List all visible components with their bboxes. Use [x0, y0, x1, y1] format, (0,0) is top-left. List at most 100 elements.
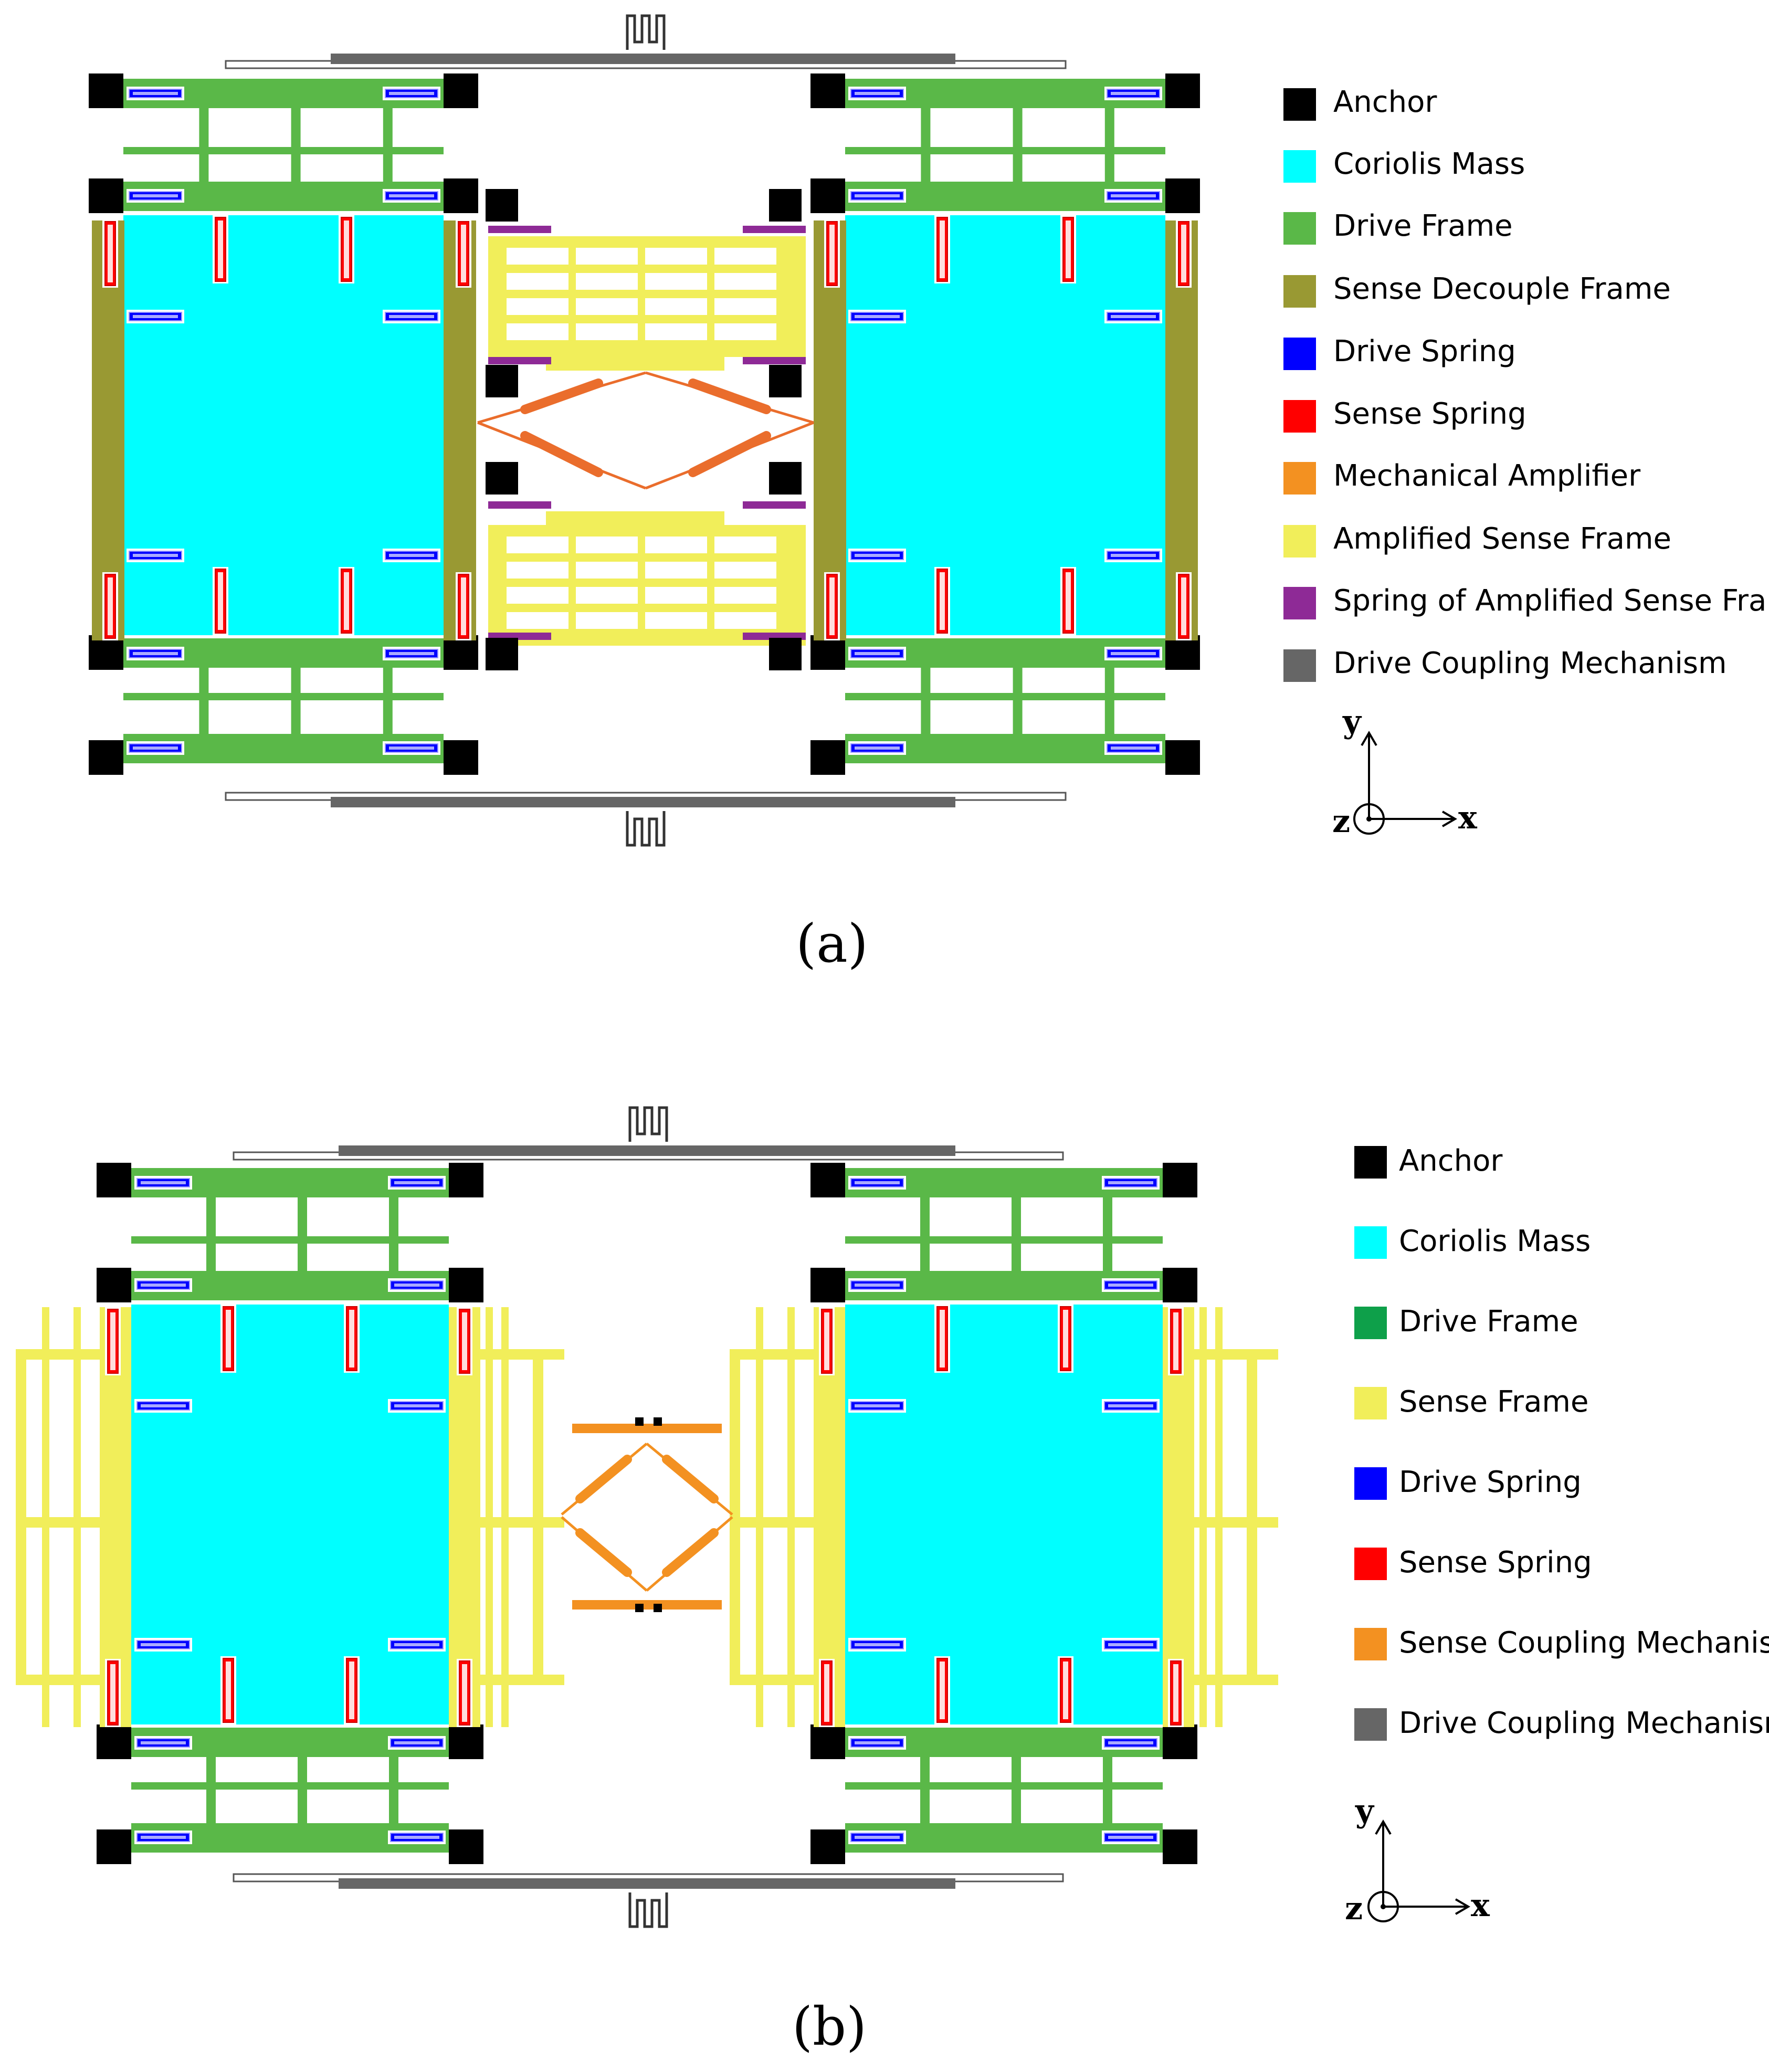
sense-spring-core — [462, 1664, 467, 1722]
anchor — [810, 73, 845, 108]
sense-frame-finger — [486, 1307, 493, 1727]
anchor — [769, 189, 802, 222]
legend-item-sense-spring: Sense Spring — [1354, 1545, 1592, 1580]
anchor — [810, 740, 845, 775]
x-arrowhead-icon — [1455, 1898, 1470, 1915]
figure-b-caption: (b) — [792, 1996, 867, 2057]
coupling-comb — [572, 1600, 722, 1610]
drive-spring-core — [855, 315, 900, 318]
drive-spring-core — [141, 1741, 186, 1744]
amplified-sense-frame-slot — [714, 248, 776, 265]
legend-swatch — [1354, 1307, 1387, 1339]
legend-swatch — [1283, 587, 1316, 619]
drive-spring-core — [389, 652, 434, 655]
drive-frame-rib — [1104, 668, 1114, 734]
anchor — [810, 1829, 845, 1864]
anchor — [654, 1417, 662, 1426]
legend-label: Drive Coupling Mechanism — [1333, 646, 1727, 680]
coupling-lever — [575, 1528, 632, 1577]
y-axis-label: y — [1342, 703, 1362, 740]
drive-spring-core — [389, 194, 434, 197]
drive-spring-core — [1111, 554, 1156, 557]
sense-spring-core — [108, 577, 113, 635]
drive-spring-core — [389, 554, 434, 557]
coupling-lever — [662, 1455, 719, 1503]
y-arrowhead-icon — [1361, 731, 1377, 746]
amplified-sense-frame-slot — [507, 273, 568, 290]
amplifier-lever — [688, 378, 771, 414]
gyro-unit — [89, 73, 478, 775]
drive-spring-core — [1111, 92, 1156, 95]
spring-of-amplified-sense-frame — [488, 357, 551, 364]
sense-spring-core — [940, 220, 945, 278]
amplified-sense-frame-slot — [714, 562, 776, 579]
amplified-sense-frame-slot — [645, 298, 707, 315]
x-axis-label: x — [1471, 1887, 1490, 1924]
legend-swatch — [1283, 400, 1316, 433]
drive-frame-rib — [206, 1757, 216, 1823]
legend-label: Drive Spring — [1333, 334, 1516, 369]
legend-swatch — [1354, 1548, 1387, 1580]
amplified-sense-frame-slot — [645, 587, 707, 604]
drive-spring-core — [1108, 1836, 1153, 1839]
drive-spring-core — [1108, 1741, 1153, 1744]
legend-item-drive-frame: Drive Frame — [1283, 209, 1513, 245]
legend-label: Spring of Amplified Sense Frame — [1333, 584, 1769, 618]
z-axis-dot-icon — [1366, 816, 1372, 822]
drive-frame-comb — [845, 1782, 1163, 1790]
drive-frame-comb — [131, 1236, 449, 1244]
legend-label: Mechanical Amplifier — [1333, 459, 1641, 493]
drive-spring-core — [1111, 652, 1156, 655]
anchor — [444, 178, 478, 213]
anchor — [810, 178, 845, 213]
drive-frame-rib — [291, 668, 301, 734]
coupling-comb — [572, 1424, 722, 1433]
legend-item-anchor: Anchor — [1354, 1144, 1503, 1179]
anchor — [449, 1163, 483, 1197]
anchor — [486, 189, 518, 222]
sense-frame-finger — [1199, 1307, 1207, 1727]
sense-decouple-frame — [1165, 220, 1198, 640]
sense-spring-core — [110, 1312, 115, 1370]
legend-swatch — [1354, 1708, 1387, 1741]
amplifier-lever — [520, 431, 603, 477]
amplified-sense-frame — [488, 511, 806, 646]
anchor — [89, 178, 123, 213]
amplified-sense-frame-slot — [714, 587, 776, 604]
legend-item-amplified-sense-frame: Amplified Sense Frame — [1283, 522, 1671, 558]
amplified-sense-frame-slot — [645, 612, 707, 629]
anchor — [654, 1604, 662, 1612]
drive-spring-core — [394, 1404, 439, 1407]
y-axis-label: y — [1355, 1793, 1375, 1829]
sense-frame-bar — [449, 1307, 480, 1727]
sense-frame-arm — [16, 1517, 100, 1528]
drive-spring-core — [1108, 1643, 1153, 1646]
drive-spring-core — [141, 1284, 186, 1287]
figure-b-legend: Anchor Coriolis Mass Drive Frame Sense F… — [1354, 1144, 1769, 1741]
amplified-sense-frame-slot — [714, 273, 776, 290]
drive-frame-rib — [1013, 108, 1023, 182]
z-axis-label: z — [1332, 803, 1350, 840]
legend-swatch — [1354, 1467, 1387, 1500]
sense-frame-arm — [16, 1675, 100, 1685]
sense-frame-bar — [814, 1307, 845, 1727]
sense-frame-finger — [501, 1307, 509, 1727]
sense-spring-core — [1063, 1310, 1068, 1368]
legend-label: Coriolis Mass — [1333, 147, 1525, 181]
sense-spring-core — [461, 577, 466, 635]
amplifier-lever — [520, 378, 603, 414]
anchor — [810, 1163, 845, 1197]
drive-spring-core — [855, 1181, 900, 1184]
sense-spring-core — [940, 1661, 945, 1719]
drive-spring-core — [1111, 746, 1156, 750]
sense-frame-outer — [533, 1349, 543, 1685]
amplified-sense-frame-tab — [546, 357, 724, 371]
legend-label: Anchor — [1399, 1144, 1503, 1178]
amplified-sense-frame-slot — [507, 612, 568, 629]
drive-frame-comb — [845, 693, 1165, 700]
amplified-sense-frame-slot — [645, 273, 707, 290]
amplified-sense-frame-slot — [714, 537, 776, 553]
sense-frame-arm — [730, 1675, 814, 1685]
sense-frame-finger — [1215, 1307, 1223, 1727]
